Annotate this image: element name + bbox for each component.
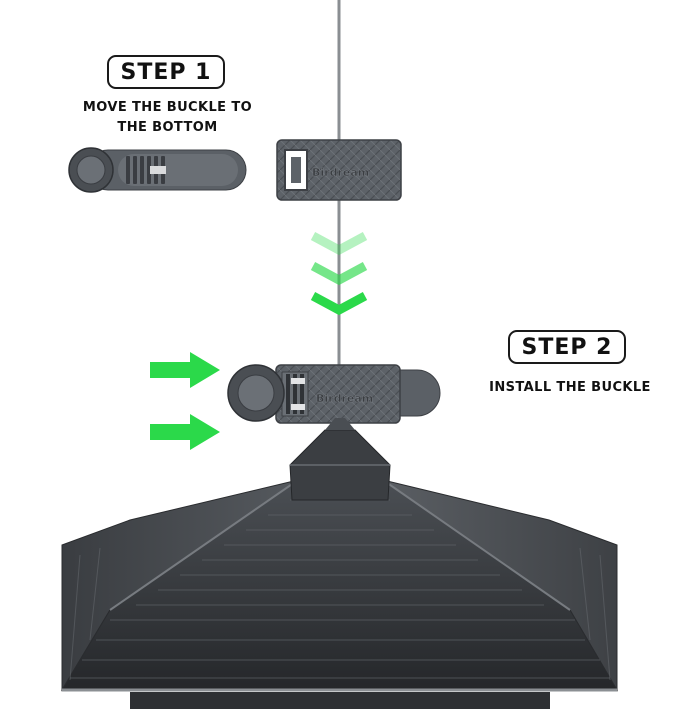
arrow-right-icon (150, 414, 220, 450)
brand-embossed-text-step2: Birdream (316, 392, 373, 405)
step-1-instruction-line-2: THE BOTTOM (117, 120, 218, 135)
brand-embossed-text-step1: Birdream (312, 166, 369, 179)
step-1-badge: STEP 1 (107, 55, 225, 89)
step-1-instruction: MOVE THE BUCKLE TO THE BOTTOM (60, 98, 275, 138)
step-1-instruction-line-1: MOVE THE BUCKLE TO (82, 100, 253, 115)
buckle-strap-separated (68, 147, 247, 193)
right-arrow-icons (150, 352, 220, 450)
step-2-instruction: INSTALL THE BUCKLE (489, 380, 651, 395)
step-2-badge: STEP 2 (508, 330, 626, 364)
chevron-down-icon (310, 262, 368, 286)
buckle-installed-step2: Birdream (227, 364, 441, 424)
chevron-down-icon (310, 232, 368, 256)
buckle-block-step1: Birdream (276, 139, 402, 201)
down-chevron-icons (310, 232, 368, 316)
bird-feeder-roof (61, 418, 618, 709)
chevron-down-icon (310, 292, 368, 316)
arrow-right-icon (150, 352, 220, 388)
